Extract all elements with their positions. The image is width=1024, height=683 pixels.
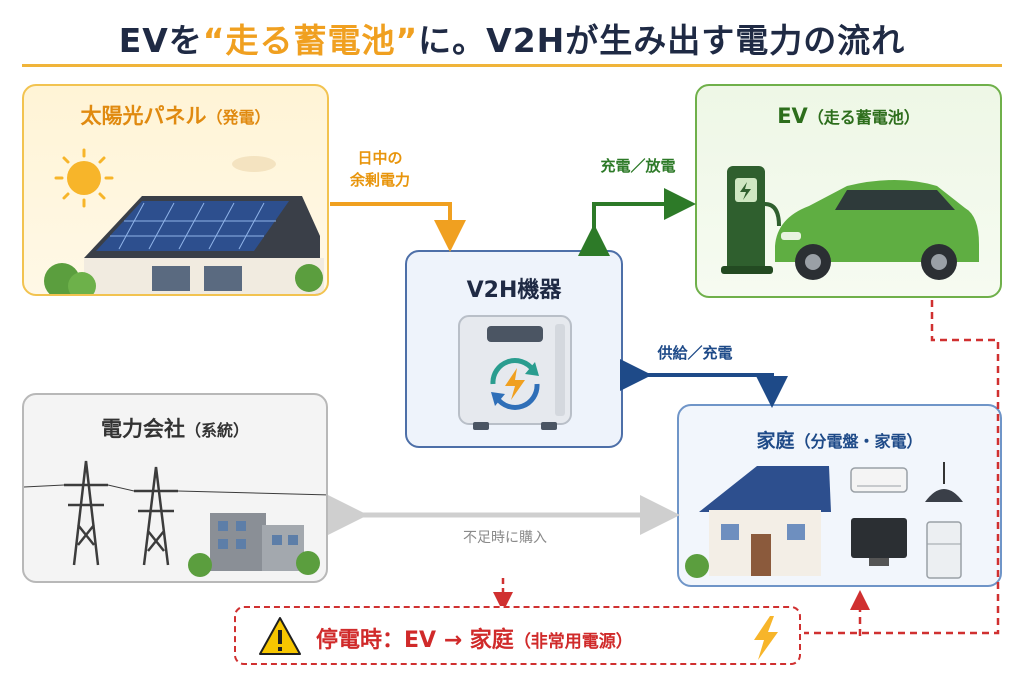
house-icon bbox=[685, 466, 831, 578]
ev-charge-arrow bbox=[578, 188, 696, 256]
title-highlight: “走る蓄電池” bbox=[202, 21, 419, 60]
sun-icon bbox=[54, 148, 114, 208]
building-icon bbox=[188, 513, 320, 577]
outage-path bbox=[804, 300, 1000, 635]
home-supply-label: 供給／充電 bbox=[657, 344, 733, 362]
surplus-label-line1: 日中の bbox=[357, 149, 403, 167]
v2h-unit-card: V2H機器 bbox=[405, 250, 623, 448]
refrigerator-icon bbox=[926, 521, 962, 579]
outage-main: 停電時：EV → 家庭 bbox=[316, 628, 514, 653]
ev-car-icon bbox=[775, 180, 979, 280]
v2h-heading: V2H機器 bbox=[466, 278, 562, 303]
grid-sub: （系統） bbox=[184, 421, 249, 440]
outage-text: 停電時：EV → 家庭（非常用電源） bbox=[316, 622, 633, 654]
warning-icon bbox=[259, 617, 301, 655]
v2h-unit-icon bbox=[458, 315, 572, 430]
outage-box: 停電時：EV → 家庭（非常用電源） bbox=[234, 606, 801, 665]
home-sub: （分電盤・家電） bbox=[794, 432, 923, 451]
transmission-tower-icon bbox=[24, 460, 326, 566]
grid-heading: 電力会社（系統） bbox=[24, 413, 326, 443]
solar-house-icon bbox=[44, 148, 324, 294]
ev-name: EV bbox=[777, 104, 808, 128]
outage-sub: （非常用電源） bbox=[513, 632, 633, 652]
title-part1: EVを bbox=[118, 21, 203, 60]
solar-heading: 太陽光パネル（発電） bbox=[24, 100, 327, 130]
home-name: 家庭 bbox=[756, 430, 795, 452]
title-divider bbox=[22, 64, 1002, 67]
grid-card: 電力会社（系統） bbox=[22, 393, 328, 583]
solar-sub: （発電） bbox=[206, 108, 271, 127]
grid-buy-label: 不足時に購入 bbox=[463, 530, 547, 546]
ev-sub: （走る蓄電池） bbox=[807, 108, 920, 127]
page-title: EVを“走る蓄電池”に。V2Hが生み出す電力の流れ bbox=[0, 14, 1024, 62]
solar-name: 太陽光パネル bbox=[80, 104, 207, 128]
tv-icon bbox=[851, 518, 907, 566]
ev-charger-icon bbox=[721, 166, 781, 274]
grid-name: 電力会社 bbox=[100, 417, 185, 441]
ev-heading: EV（走る蓄電池） bbox=[697, 104, 1000, 128]
solar-panel-card: 太陽光パネル（発電） bbox=[22, 84, 329, 296]
surplus-label-line2: 余剰電力 bbox=[349, 171, 410, 189]
recycle-bolt-icon bbox=[490, 358, 540, 410]
ev-charge-label: 充電／放電 bbox=[600, 157, 676, 175]
home-card: 家庭（分電盤・家電） bbox=[677, 404, 1002, 587]
ev-card: EV（走る蓄電池） bbox=[695, 84, 1002, 298]
air-conditioner-icon bbox=[850, 467, 908, 493]
home-supply-arrow bbox=[620, 359, 788, 408]
surplus-label: 日中の 余剰電力 bbox=[340, 147, 420, 191]
surplus-arrow bbox=[330, 202, 466, 252]
lightning-icon bbox=[754, 616, 778, 660]
title-part2: に。V2Hが生み出す電力の流れ bbox=[418, 21, 906, 60]
home-heading: 家庭（分電盤・家電） bbox=[679, 426, 1000, 453]
ceiling-lamp-icon bbox=[925, 462, 963, 502]
